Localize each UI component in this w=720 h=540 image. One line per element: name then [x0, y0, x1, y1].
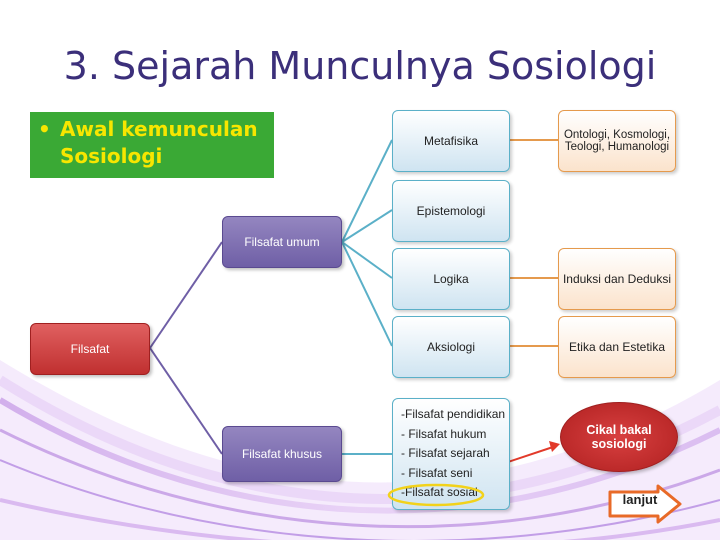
highlight-ellipse: [387, 483, 485, 507]
list-item: -Filsafat pendidikan: [401, 407, 506, 422]
node-aksiologi: Aksiologi: [392, 316, 510, 378]
list-item: - Filsafat sejarah: [401, 446, 490, 461]
bullet-glyph: •: [38, 117, 51, 141]
node-filsafat-khusus-list: -Filsafat pendidikan - Filsafat hukum - …: [392, 398, 510, 510]
node-filsafat-umum: Filsafat umum: [222, 216, 342, 268]
arrow-right-icon: [608, 484, 682, 524]
list-item: - Filsafat hukum: [401, 426, 487, 441]
node-ontologi: Ontologi, Kosmologi, Teologi, Humanologi: [558, 110, 676, 172]
node-metafisika: Metafisika: [392, 110, 510, 172]
page-title: 3. Sejarah Munculnya Sosiologi: [63, 44, 657, 88]
lanjut-button-label: lanjut: [622, 492, 658, 507]
lanjut-button[interactable]: lanjut: [608, 484, 682, 524]
node-cikal-bakal: Cikal bakal sosiologi: [560, 402, 678, 472]
intro-bullet-text: Awal kemunculan Sosiologi: [60, 117, 258, 168]
list-item-filsafat-sosial: -Filsafat sosial: [401, 485, 478, 500]
node-induksi-deduksi: Induksi dan Deduksi: [558, 248, 676, 310]
list-item: - Filsafat seni: [401, 465, 473, 480]
node-etika-estetika: Etika dan Estetika: [558, 316, 676, 378]
node-filsafat: Filsafat: [30, 323, 150, 375]
intro-bullet-box: • Awal kemunculan Sosiologi: [30, 112, 274, 178]
node-epistemologi: Epistemologi: [392, 180, 510, 242]
node-logika: Logika: [392, 248, 510, 310]
node-filsafat-khusus: Filsafat khusus: [222, 426, 342, 482]
